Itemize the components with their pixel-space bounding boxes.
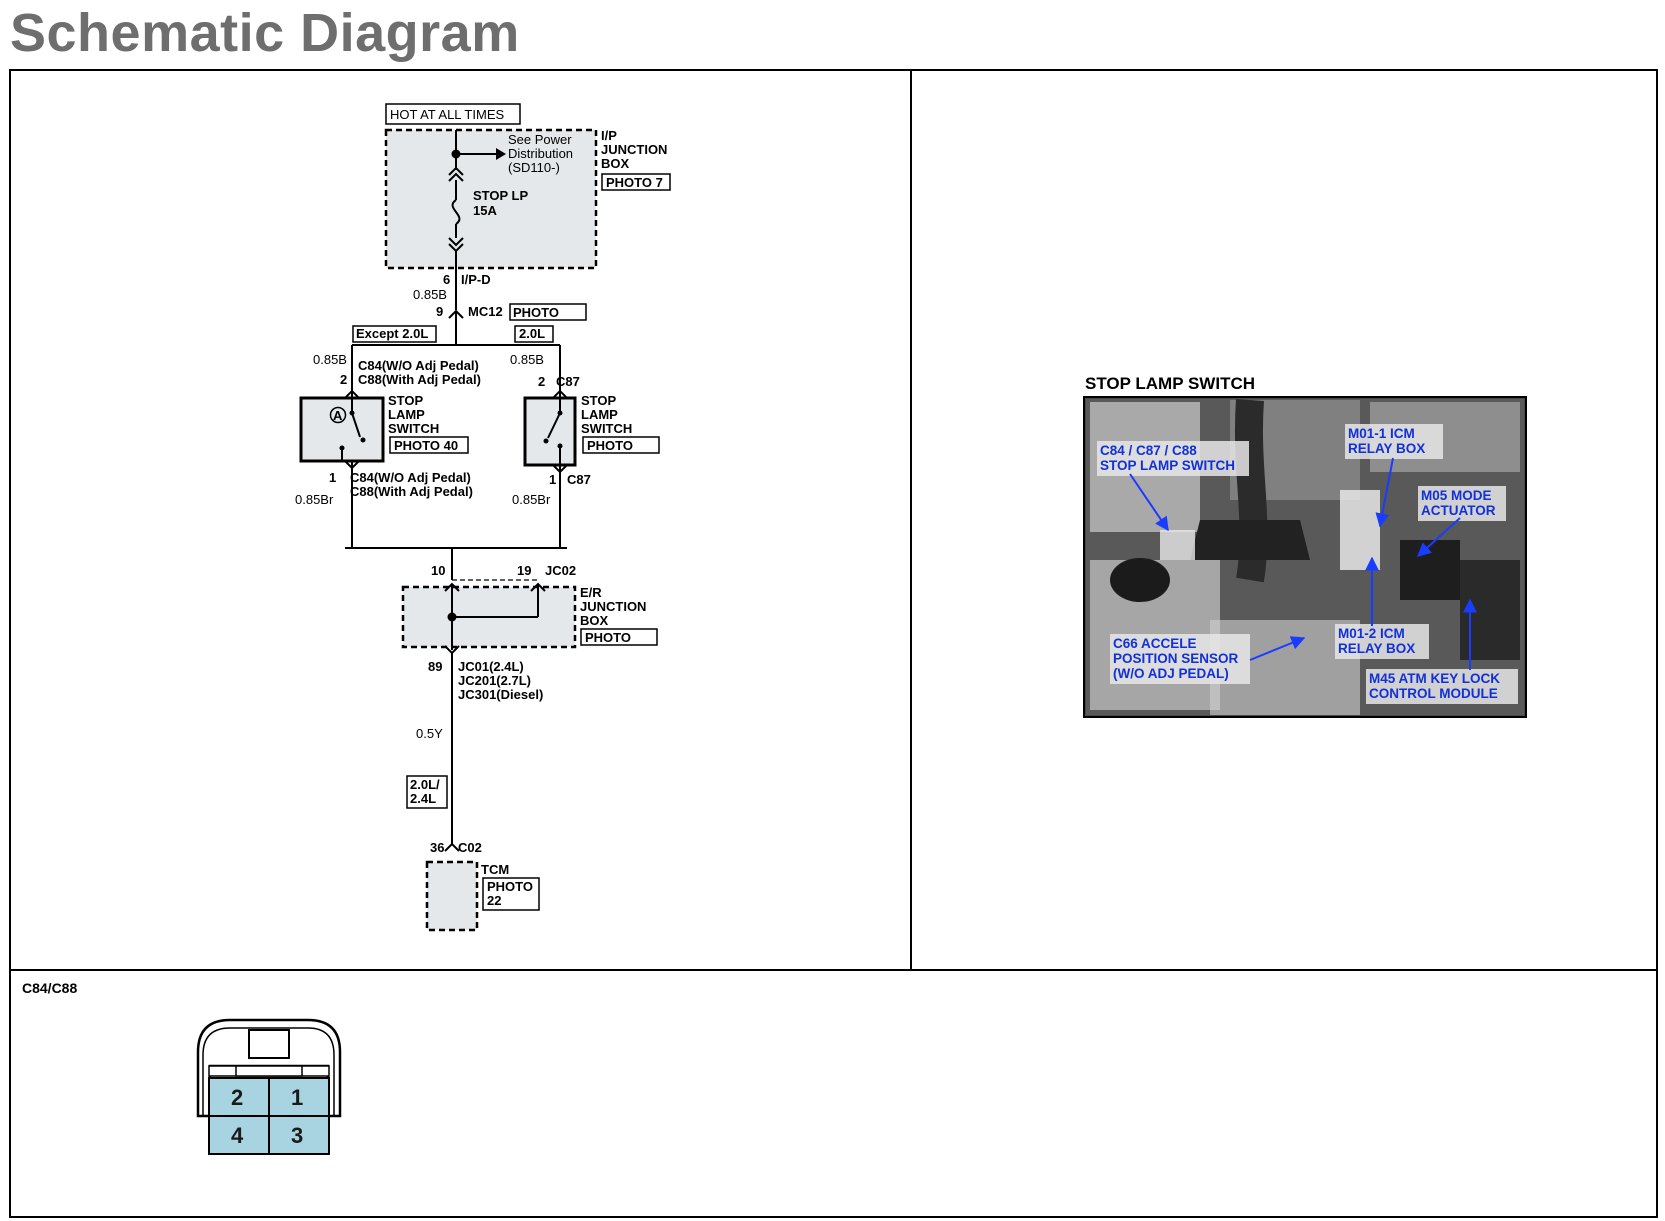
tcm-photo-label-1: PHOTO <box>487 879 533 894</box>
connector-pin-cell <box>268 1115 330 1155</box>
arrow-right-icon <box>496 148 506 160</box>
right-wire-085br: 0.85Br <box>512 492 551 507</box>
c88-with-adj-bottom: C88(With Adj Pedal) <box>350 484 473 499</box>
left-switch-label-2: LAMP <box>388 407 425 422</box>
connector-pin-1: 1 <box>291 1085 303 1110</box>
fuse-name: STOP LP <box>473 188 528 203</box>
ipd-connector: I/P-D <box>461 272 491 287</box>
wire-085b: 0.85B <box>413 287 447 302</box>
callout-m01-1-line1: M01-1 ICM <box>1348 426 1415 441</box>
er-photo-label: PHOTO <box>585 630 631 645</box>
left-wire-085b: 0.85B <box>313 352 347 367</box>
callout-m05-line2: ACTUATOR <box>1421 503 1496 518</box>
left-wire-085br: 0.85Br <box>295 492 334 507</box>
photo-40-label: PHOTO 40 <box>394 438 458 453</box>
2-0l-2-4l-line2: 2.4L <box>410 791 436 806</box>
wiring-schematic: HOT AT ALL TIMES See Power Distribution … <box>295 103 671 932</box>
jc01-label: JC01(2.4L) <box>458 659 524 674</box>
right-switch-label-3: SWITCH <box>581 421 632 436</box>
pin-6: 6 <box>443 272 450 287</box>
pin-9: 9 <box>436 304 443 319</box>
pin-19: 19 <box>517 563 531 578</box>
pin-89: 89 <box>428 659 442 674</box>
callout-m45-line1: M45 ATM KEY LOCK <box>1369 671 1500 686</box>
right-pin-2: 2 <box>538 374 545 389</box>
power-distribution-line3: (SD110-) <box>508 160 560 175</box>
photo-7-label: PHOTO 7 <box>606 175 663 190</box>
right-switch-label-1: STOP <box>581 393 616 408</box>
component-location-photo: STOP LAMP SWITCH C84 / C87 / C88 STOP L <box>1083 374 1527 718</box>
tcm-box <box>425 860 479 932</box>
callout-m01-2-line1: M01-2 ICM <box>1338 626 1405 641</box>
outer-border <box>9 69 1658 1218</box>
left-switch-label-1: STOP <box>388 393 423 408</box>
right-switch-label-2: LAMP <box>581 407 618 422</box>
mc12-photo-label: PHOTO <box>513 305 559 320</box>
right-pin-1: 1 <box>549 472 556 487</box>
right-photo-label: PHOTO <box>587 438 633 453</box>
callout-m01-2-line2: RELAY BOX <box>1338 641 1415 656</box>
power-distribution-line2: Distribution <box>508 146 573 161</box>
ip-junction-label-1: I/P <box>601 128 617 143</box>
mc12-connector: MC12 <box>468 304 503 319</box>
ip-junction-box <box>384 128 598 270</box>
callout-c84-line2: STOP LAMP SWITCH <box>1100 458 1235 473</box>
c84-wo-adj-bottom: C84(W/O Adj Pedal) <box>350 470 471 485</box>
callout-m05-line1: M05 MODE <box>1421 488 1492 503</box>
c84-wo-adj-top: C84(W/O Adj Pedal) <box>358 358 479 373</box>
pin-10: 10 <box>431 563 445 578</box>
callout-c84-line1: C84 / C87 / C88 <box>1100 443 1197 458</box>
c88-with-adj-top: C88(With Adj Pedal) <box>358 372 481 387</box>
left-switch-label-3: SWITCH <box>388 421 439 436</box>
2-0l-2-4l-line1: 2.0L/ <box>410 777 440 792</box>
callout-c66-line2: POSITION SENSOR <box>1113 651 1239 666</box>
circle-a-text: A <box>333 408 343 423</box>
ip-junction-label-3: BOX <box>601 156 630 171</box>
jc301-label: JC301(Diesel) <box>458 687 543 702</box>
jc02-connector: JC02 <box>545 563 576 578</box>
tcm-label: TCM <box>481 862 509 877</box>
connector-pin-4: 4 <box>231 1123 244 1148</box>
er-junction-label-2: JUNCTION <box>580 599 646 614</box>
c87-bottom-label: C87 <box>567 472 591 487</box>
except-2-0l-label: Except 2.0L <box>356 326 428 341</box>
callout-c66-line3: (W/O ADJ PEDAL) <box>1113 666 1229 681</box>
c87-top-label: C87 <box>556 374 580 389</box>
c02-connector: C02 <box>458 840 482 855</box>
callout-c66-line1: C66 ACCELE <box>1113 636 1197 651</box>
photo-title: STOP LAMP SWITCH <box>1085 374 1255 393</box>
er-junction-label-3: BOX <box>580 613 609 628</box>
callout-m01-1-line2: RELAY BOX <box>1348 441 1425 456</box>
connector-latch <box>248 1029 290 1059</box>
left-pin-2: 2 <box>340 372 347 387</box>
connector-pin-cell <box>208 1115 270 1155</box>
connector-pin-3: 3 <box>291 1123 303 1148</box>
connector-pin-2: 2 <box>231 1085 243 1110</box>
fuse-icon <box>451 199 461 225</box>
connector-housing <box>196 1018 342 1118</box>
er-junction-label-1: E/R <box>580 585 602 600</box>
connector-label: C84/C88 <box>22 980 77 996</box>
fuse-rating: 15A <box>473 203 497 218</box>
left-pin-1: 1 <box>329 470 336 485</box>
2-0l-label: 2.0L <box>519 326 545 341</box>
right-wire-085b: 0.85B <box>510 352 544 367</box>
hot-at-all-times-label: HOT AT ALL TIMES <box>390 107 504 122</box>
pin-36: 36 <box>430 840 444 855</box>
wire-05y: 0.5Y <box>416 726 443 741</box>
page-title: Schematic Diagram <box>10 3 520 63</box>
power-distribution-line1: See Power <box>508 132 572 147</box>
tcm-photo-label-2: 22 <box>487 893 501 908</box>
stop-lamp-switch-right <box>523 396 577 467</box>
ip-junction-label-2: JUNCTION <box>601 142 667 157</box>
callout-m45-line2: CONTROL MODULE <box>1369 686 1498 701</box>
circle-a-marker <box>329 406 347 424</box>
jc201-label: JC201(2.7L) <box>458 673 531 688</box>
connector-pinout: C84/C88 2 1 4 3 <box>22 980 342 1155</box>
